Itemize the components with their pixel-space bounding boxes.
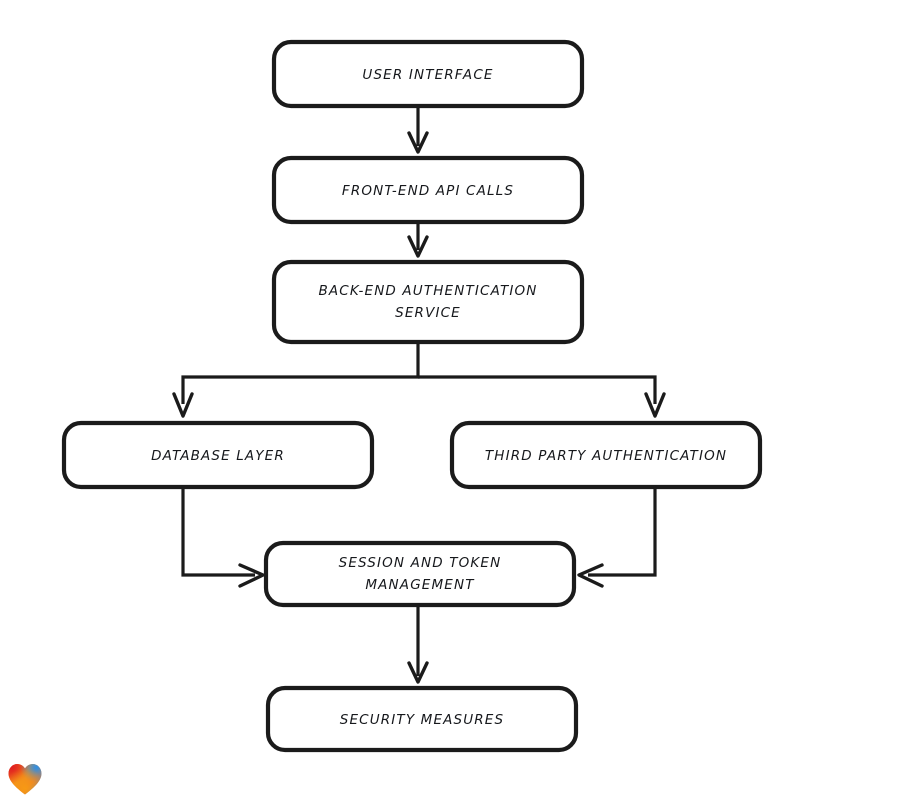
node-label-database-layer: DATABASE LAYER <box>151 448 285 464</box>
node-label-security-measures: SECURITY MEASURES <box>340 712 504 728</box>
node-box[interactable] <box>265 685 579 753</box>
arrowhead-down-icon <box>407 131 429 154</box>
node-box[interactable] <box>449 420 763 490</box>
arrowhead-down-icon <box>172 392 194 418</box>
node-label-session-token-line2: MANAGEMENT <box>365 577 475 593</box>
node-third-party-authentication[interactable]: THIRD PARTY AUTHENTICATION <box>449 420 763 490</box>
node-label-third-party-authentication: THIRD PARTY AUTHENTICATION <box>485 448 727 464</box>
edge-line <box>181 342 420 404</box>
node-security-measures[interactable]: SECURITY MEASURES <box>265 685 579 753</box>
node-front-end-api-calls[interactable]: FRONT-END API CALLS <box>271 155 585 225</box>
arrowhead-left-icon <box>577 563 604 588</box>
node-user-interface[interactable]: USER INTERFACE <box>271 39 585 109</box>
node-label-front-end-api-calls: FRONT-END API CALLS <box>342 183 514 199</box>
edge-database-layer-to-session <box>181 487 265 588</box>
edge-line <box>588 487 657 577</box>
node-box[interactable] <box>61 420 375 490</box>
arrowhead-down-icon <box>407 661 429 684</box>
node-back-end-authentication-service[interactable]: BACK-END AUTHENTICATION SERVICE <box>271 259 585 345</box>
node-box[interactable] <box>271 39 585 109</box>
arrowhead-down-icon <box>644 392 666 418</box>
arrowhead-right-icon <box>238 563 265 588</box>
edge-front-end-to-back-end <box>407 222 429 258</box>
edge-third-party-to-session <box>577 487 657 588</box>
node-box[interactable] <box>263 540 577 608</box>
edge-line <box>418 375 657 404</box>
node-box[interactable] <box>271 259 585 345</box>
node-session-and-token-management[interactable]: SESSION AND TOKEN MANAGEMENT <box>263 540 577 608</box>
node-database-layer[interactable]: DATABASE LAYER <box>61 420 375 490</box>
node-label-back-end-authentication-line1: BACK-END AUTHENTICATION <box>318 283 537 299</box>
node-label-session-token-line1: SESSION AND TOKEN <box>339 555 502 571</box>
node-label-user-interface: USER INTERFACE <box>362 67 493 83</box>
edge-user-interface-to-front-end <box>407 106 429 154</box>
node-box[interactable] <box>271 155 585 225</box>
edge-back-end-to-database-layer <box>172 342 420 418</box>
node-label-back-end-authentication-line2: SERVICE <box>395 305 461 321</box>
arrowhead-down-icon <box>407 235 429 258</box>
edge-session-to-security-measures <box>407 605 429 684</box>
edge-line <box>181 487 255 577</box>
heart-shape <box>8 764 42 795</box>
heart-icon <box>8 764 42 795</box>
edge-back-end-to-third-party <box>418 375 666 418</box>
